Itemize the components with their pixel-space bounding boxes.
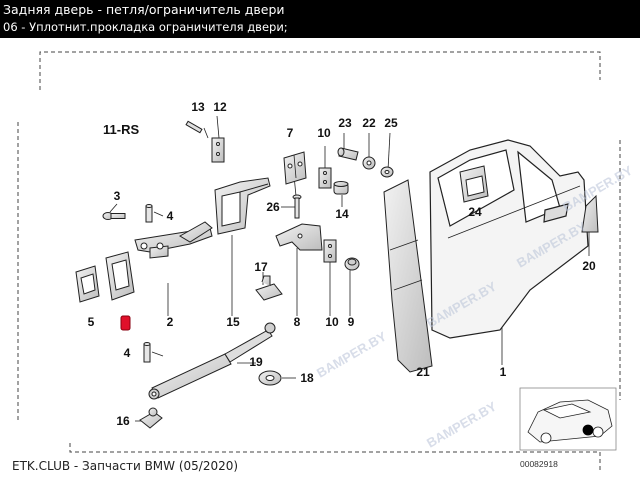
screw-part-26	[292, 194, 302, 219]
part-number-label[interactable]: 7	[287, 126, 294, 140]
part-number-label[interactable]: 16	[116, 414, 130, 428]
check-strap-housing	[214, 177, 271, 235]
part-number-label[interactable]: 10	[317, 126, 331, 140]
part-number-label[interactable]: 17	[254, 260, 268, 274]
hinge-half-7	[283, 151, 307, 185]
footer-source: ETK.CLUB - Запчасти BMW (05/2020)	[12, 459, 239, 473]
parts-diagram: BAMPER.BY BAMPER.BY BAMPER.BY BAMPER.BY …	[17, 51, 635, 470]
pin-part-13	[185, 120, 203, 134]
bushing-part-14	[333, 181, 349, 195]
part-number-label[interactable]: 18	[300, 371, 314, 385]
clip-part-12	[211, 137, 225, 163]
part-number-label[interactable]: 13	[191, 100, 205, 114]
part-number-label[interactable]: 8	[294, 315, 301, 329]
door-seal-strip-21	[383, 179, 433, 373]
screw-bolt-part	[102, 212, 126, 220]
watermark-text: BAMPER.BY	[314, 328, 389, 380]
part-number-label[interactable]: 5	[88, 315, 95, 329]
nut-part-9	[344, 257, 360, 271]
bolt-part-23	[337, 147, 359, 161]
diagram-title: Задняя дверь - петля/ограничитель двери	[3, 2, 285, 17]
part-number-label[interactable]: 21	[416, 365, 430, 379]
part-number-label[interactable]: 22	[362, 116, 376, 130]
part-number-label[interactable]: 24	[468, 205, 482, 219]
part-number-label[interactable]: 4	[124, 346, 131, 360]
hinge-half-8	[275, 223, 323, 251]
part-number-labels: 13 12 7 10 23 22 25 3 4 26 14 24 20 17 5…	[88, 100, 596, 428]
part-number-label[interactable]: 1	[500, 365, 507, 379]
part-number-label[interactable]: 3	[114, 189, 121, 203]
part-number-label[interactable]: 23	[338, 116, 352, 130]
gas-strut-part-19	[148, 322, 276, 400]
diagram-subtitle: 06 - Уплотнит.прокладка ограничителя две…	[3, 20, 288, 34]
part-number-label[interactable]: 15	[226, 315, 240, 329]
washer-part-22	[362, 156, 376, 170]
stud-sleeve-lower	[143, 342, 151, 363]
part-number-label[interactable]: 20	[582, 259, 596, 273]
part-number-label[interactable]: 26	[266, 200, 280, 214]
part-number-label[interactable]: 25	[384, 116, 398, 130]
clip-part-17	[255, 275, 283, 301]
stop-seal-highlighted	[105, 251, 135, 331]
plate-part-10-upper	[318, 167, 332, 189]
washer-part-18	[258, 370, 282, 386]
dashed-frame	[17, 51, 621, 470]
stud-sleeve-upper	[145, 204, 153, 223]
door-hinge-bracket-24	[459, 165, 489, 203]
part-number-label[interactable]: 4	[167, 209, 174, 223]
part-number-label[interactable]: 12	[213, 100, 227, 114]
ball-socket-part-16	[139, 407, 163, 429]
part-number-label[interactable]: 14	[335, 207, 349, 221]
trim-piece-20	[581, 194, 599, 233]
washer-part-25	[380, 166, 394, 178]
drawing-id: 00082918	[520, 459, 558, 469]
watermark-text: BAMPER.BY	[424, 398, 499, 450]
part-number-label[interactable]: 2	[167, 315, 174, 329]
plate-part-10-lower	[323, 239, 337, 263]
hinge-bracket-part	[134, 221, 213, 259]
part-number-label[interactable]: 19	[249, 355, 263, 369]
title-bar: Задняя дверь - петля/ограничитель двери …	[0, 0, 640, 38]
part-number-label[interactable]: 10	[325, 315, 339, 329]
part-number-label[interactable]: 9	[348, 315, 355, 329]
variant-label: 11-RS	[103, 122, 139, 137]
car-thumbnail	[519, 387, 617, 451]
stop-bracket-left	[75, 265, 100, 303]
